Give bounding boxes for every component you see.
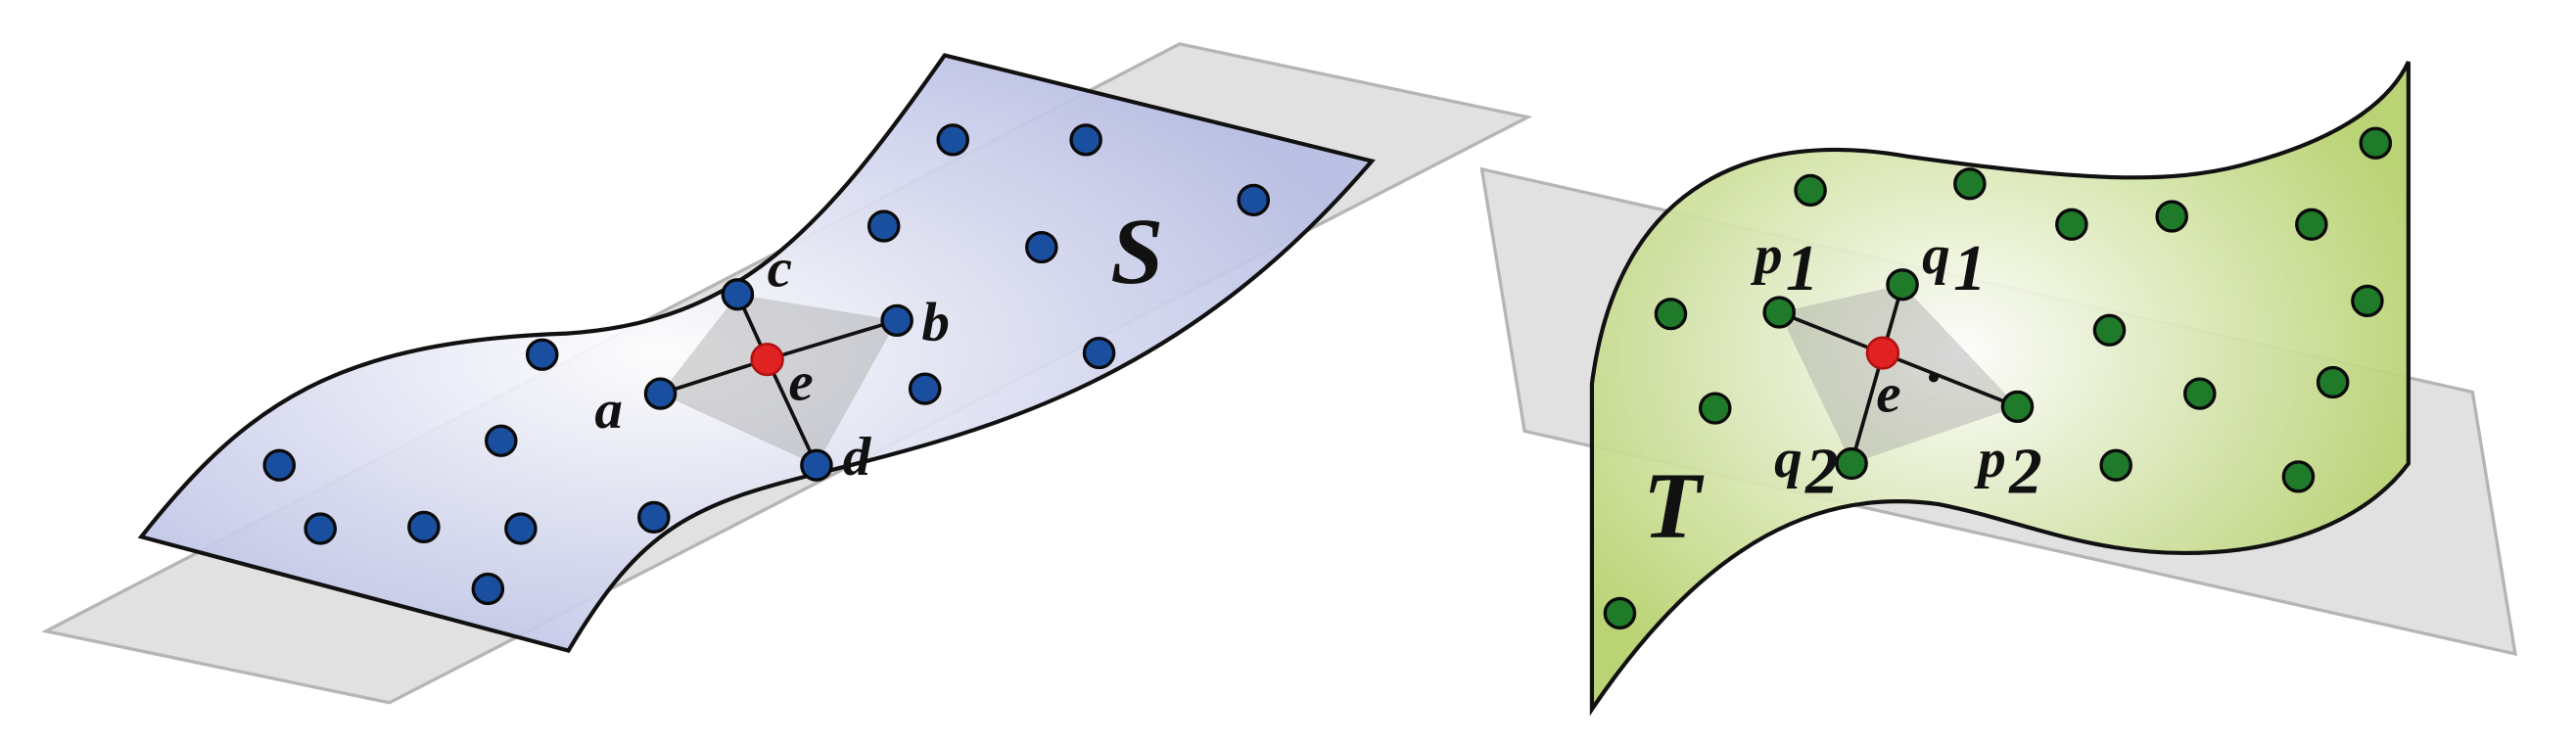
point-s [504, 512, 538, 545]
label-q1-sub: 1 [1953, 232, 1987, 304]
point-t [1603, 596, 1637, 630]
point-t [2182, 377, 2217, 410]
point-t [2055, 208, 2088, 241]
label-p2-sub: 2 [2008, 436, 2042, 508]
right-points [1603, 126, 2393, 630]
point-s [304, 512, 337, 545]
point-t [1794, 173, 1827, 208]
edge-q1-q2 [1850, 284, 1904, 465]
point-t [2281, 460, 2316, 493]
point-s [1069, 123, 1102, 157]
surface-label-t: T [1643, 453, 1705, 557]
point-t [2295, 208, 2328, 241]
label-q1: q1 [1922, 224, 1986, 303]
label-q1-base: q [1922, 224, 1950, 286]
label-a: a [594, 379, 623, 441]
label-p1-base: p [1750, 224, 1783, 286]
edge-e-d [765, 358, 819, 466]
left-panel: S a b c d e [41, 42, 1533, 705]
edge-e-b [767, 318, 898, 361]
point-q2 [1835, 446, 1868, 481]
point-d [800, 448, 833, 482]
point-t [2351, 284, 2384, 318]
label-p2: p2 [1973, 428, 2041, 507]
label-p1: p1 [1750, 224, 1818, 303]
edge-e-a [659, 357, 769, 396]
label-b: b [921, 292, 950, 353]
point-t [2155, 200, 2189, 233]
point-s [484, 424, 518, 457]
label-c: c [768, 238, 792, 300]
center-point-e-right [1865, 336, 1900, 370]
point-t [1654, 298, 1688, 331]
point-b [880, 303, 913, 337]
point-s [637, 500, 671, 534]
label-e-right: e [1876, 363, 1900, 425]
point-c [721, 278, 755, 311]
point-s [1237, 183, 1271, 216]
surface-label-s: S [1110, 200, 1163, 303]
point-t [2316, 365, 2350, 399]
point-s [525, 338, 559, 371]
point-s [866, 210, 901, 243]
point-s [262, 448, 297, 482]
point-t [2359, 126, 2393, 160]
point-t [2092, 313, 2127, 347]
surface-t [1589, 61, 2411, 717]
point-a [643, 377, 678, 410]
point-p1 [1762, 296, 1796, 329]
center-point-e-left [750, 343, 784, 377]
label-e-left: e [788, 351, 813, 413]
right-labels: T p1 q1 p2 q2 e [1643, 224, 2042, 557]
point-p2 [2000, 390, 2035, 424]
label-q2-sub: 2 [1804, 436, 1839, 508]
edge-p1-p2 [1778, 310, 2019, 409]
left-points [262, 123, 1271, 606]
point-s [1025, 230, 1058, 264]
label-p2-base: p [1973, 428, 2006, 489]
label-p1-sub: 1 [1786, 232, 1819, 304]
small-dot [1928, 372, 1939, 383]
point-t [1953, 167, 1987, 201]
label-d: d [843, 426, 872, 488]
point-t [2099, 448, 2132, 482]
point-q1 [1886, 268, 1919, 302]
point-s [407, 510, 441, 543]
left-edges [659, 293, 898, 466]
label-q2: q2 [1774, 428, 1838, 507]
point-s [936, 123, 969, 157]
point-t [1698, 392, 1732, 425]
right-panel: T p1 q1 p2 q2 e [1479, 61, 2517, 717]
right-edges [1778, 284, 2019, 465]
left-labels: S a b c d e [594, 200, 1163, 489]
point-s [908, 372, 942, 405]
right-neighborhood-patch [1779, 284, 2018, 464]
point-s [471, 572, 505, 606]
point-s [1082, 336, 1116, 370]
label-q2-base: q [1774, 428, 1803, 489]
